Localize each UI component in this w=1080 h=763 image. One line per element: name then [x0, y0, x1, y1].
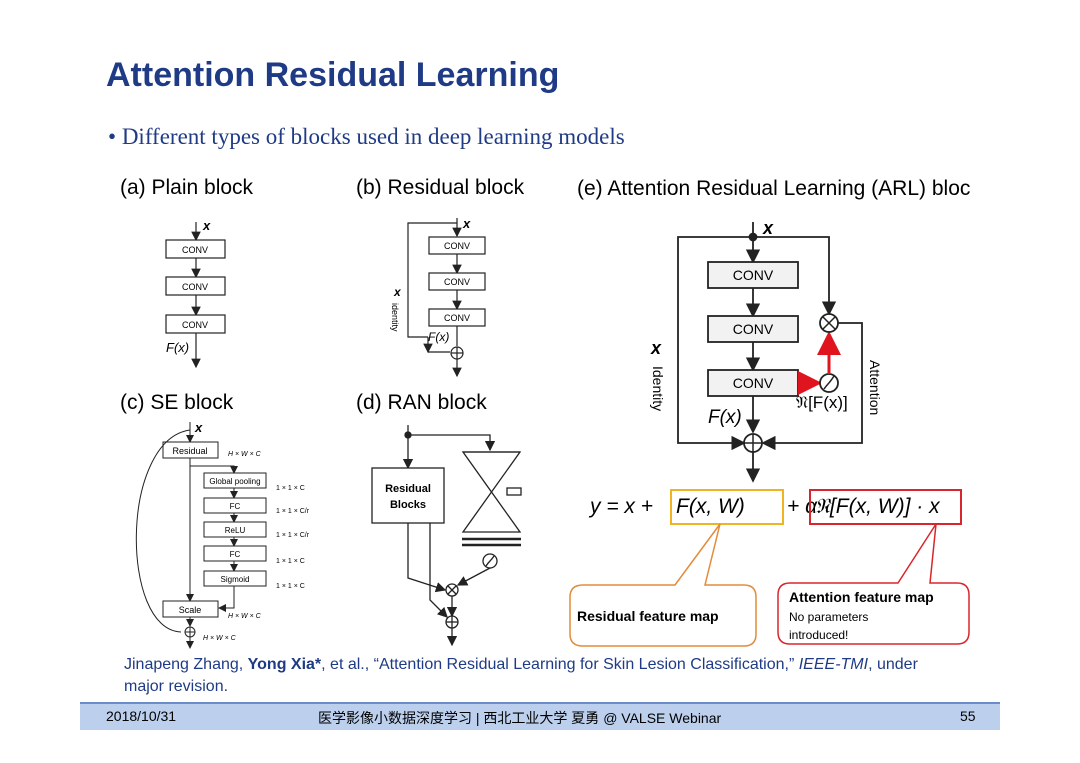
footer-bar: 2018/10/31 医学影像小数据深度学习 | 西北工业大学 夏勇 @ VAL… [80, 702, 1000, 730]
panel-c-label: (c) SE block [120, 391, 234, 414]
se-fc-1-label: FC [230, 502, 241, 511]
residual-term-box [670, 489, 784, 525]
bullet-point: • Different types of blocks used in deep… [108, 124, 625, 149]
residual-side-x: x [393, 285, 402, 299]
se-scale-label: Scale [179, 605, 202, 615]
residual-callout-label: Residual feature map [577, 608, 719, 624]
residual-conv-2-label: CONV [444, 277, 470, 287]
residual-x-label: x [462, 216, 471, 231]
equation-residual-term: F(x, W) [676, 495, 745, 518]
citation-authors-1: Jinapeng Zhang, [124, 656, 248, 673]
arl-conv-2 [707, 315, 799, 343]
footer-page-number: 55 [960, 708, 976, 724]
equation-mid: + α · [787, 495, 830, 518]
arl-conv-3 [707, 369, 799, 397]
ran-residual-label-2: Blocks [390, 499, 426, 511]
panel-a-label: (a) Plain block [120, 176, 254, 199]
footer-date: 2018/10/31 [106, 708, 177, 724]
se-fc-2-box [203, 545, 267, 562]
bullet-text: Different types of blocks used in deep l… [121, 124, 625, 149]
residual-callout: Residual feature map [569, 523, 757, 647]
attention-callout-line1: No parameters [789, 610, 868, 624]
attention-term-box [809, 489, 962, 525]
se-relu-label: ReLU [225, 526, 246, 535]
citation: Jinapeng Zhang, Yong Xia*, et al., “Atte… [124, 654, 954, 698]
arl-conv-1 [707, 261, 799, 289]
se-global-pooling-label: Global pooling [209, 477, 260, 486]
panel-b-label: (b) Residual block [356, 176, 525, 199]
attention-callout-title: Attention feature map [789, 589, 934, 605]
ran-block-diagram: Residual Blocks [371, 425, 522, 647]
se-dim-3: 1 × 1 × C/r [276, 508, 310, 515]
residual-identity-label: identity [390, 303, 400, 332]
residual-output-label: F(x) [428, 330, 449, 344]
se-dim-1: H × W × C [228, 451, 262, 458]
se-fc-1-box [203, 497, 267, 514]
arl-conv-2-label: CONV [733, 321, 774, 337]
plain-output-label: F(x) [166, 340, 189, 355]
plain-conv-1-label: CONV [182, 245, 208, 255]
se-block-diagram: x Residual H × W × C Global pooling 1 × … [135, 420, 310, 649]
se-dim-8: H × W × C [203, 635, 237, 642]
panel-e-label: (e) Attention Residual Learning (ARL) bl… [577, 177, 971, 200]
arl-attention-label: Attention [867, 360, 883, 415]
ran-residual-label-1: Residual [385, 483, 431, 495]
se-sigmoid-label: Sigmoid [221, 575, 250, 584]
citation-journal: IEEE-TMI [798, 656, 869, 673]
equation-lhs: y = x + [588, 495, 653, 518]
se-dim-6: 1 × 1 × C [276, 583, 305, 590]
citation-authors-2: , et al., “Attention Residual Learning f… [321, 656, 799, 673]
arl-conv-1-label: CONV [733, 267, 774, 283]
slide-title: Attention Residual Learning [106, 56, 560, 94]
arl-equation: y = x + F(x, W) + α · 𝔑[F(x, W)] · x [588, 489, 962, 525]
attention-callout: Attention feature map No parameters intr… [777, 523, 970, 645]
plain-x-label: x [202, 218, 211, 233]
arl-x-label: x [762, 218, 774, 238]
equation-attention-term: 𝔑[F(x, W)] · x [815, 495, 941, 518]
residual-conv-1-label: CONV [444, 241, 470, 251]
arl-fx-label: F(x) [708, 407, 742, 428]
ran-residual-blocks-box [371, 467, 445, 524]
arl-block-diagram: x CONV CONV CONV F(x) 𝔑[F(x)] x Identity… [650, 218, 883, 483]
footer-center: 医学影像小数据深度学习 | 西北工业大学 夏勇 @ VALSE Webinar [318, 710, 722, 726]
se-x-label: x [194, 420, 203, 435]
plain-conv-2-label: CONV [182, 282, 208, 292]
se-global-pooling-box [203, 472, 267, 489]
attention-callout-line2: introduced! [789, 628, 848, 642]
se-relu-box [203, 521, 267, 538]
arl-side-x: x [650, 338, 662, 358]
plain-conv-3-label: CONV [182, 320, 208, 330]
residual-conv-3-label: CONV [444, 313, 470, 323]
citation-tail: , under major revision. [124, 656, 918, 695]
residual-block-diagram: x CONV CONV CONV F(x) x identity [390, 216, 486, 378]
se-dim-4: 1 × 1 × C/r [276, 532, 310, 539]
plain-block-diagram: x CONV CONV CONV F(x) [165, 218, 226, 369]
se-dim-5: 1 × 1 × C [276, 558, 305, 565]
se-dim-7: H × W × C [228, 613, 262, 620]
se-residual-label: Residual [172, 446, 207, 456]
panel-d-label: (d) RAN block [356, 391, 487, 414]
citation-authors-bold: Yong Xia* [247, 656, 322, 673]
arl-conv-3-label: CONV [733, 375, 774, 391]
arl-nfx-label: 𝔑[F(x)] [796, 393, 848, 412]
se-dim-2: 1 × 1 × C [276, 485, 305, 492]
se-sigmoid-box [203, 570, 267, 587]
se-fc-2-label: FC [230, 550, 241, 559]
arl-identity-label: Identity [650, 366, 666, 411]
